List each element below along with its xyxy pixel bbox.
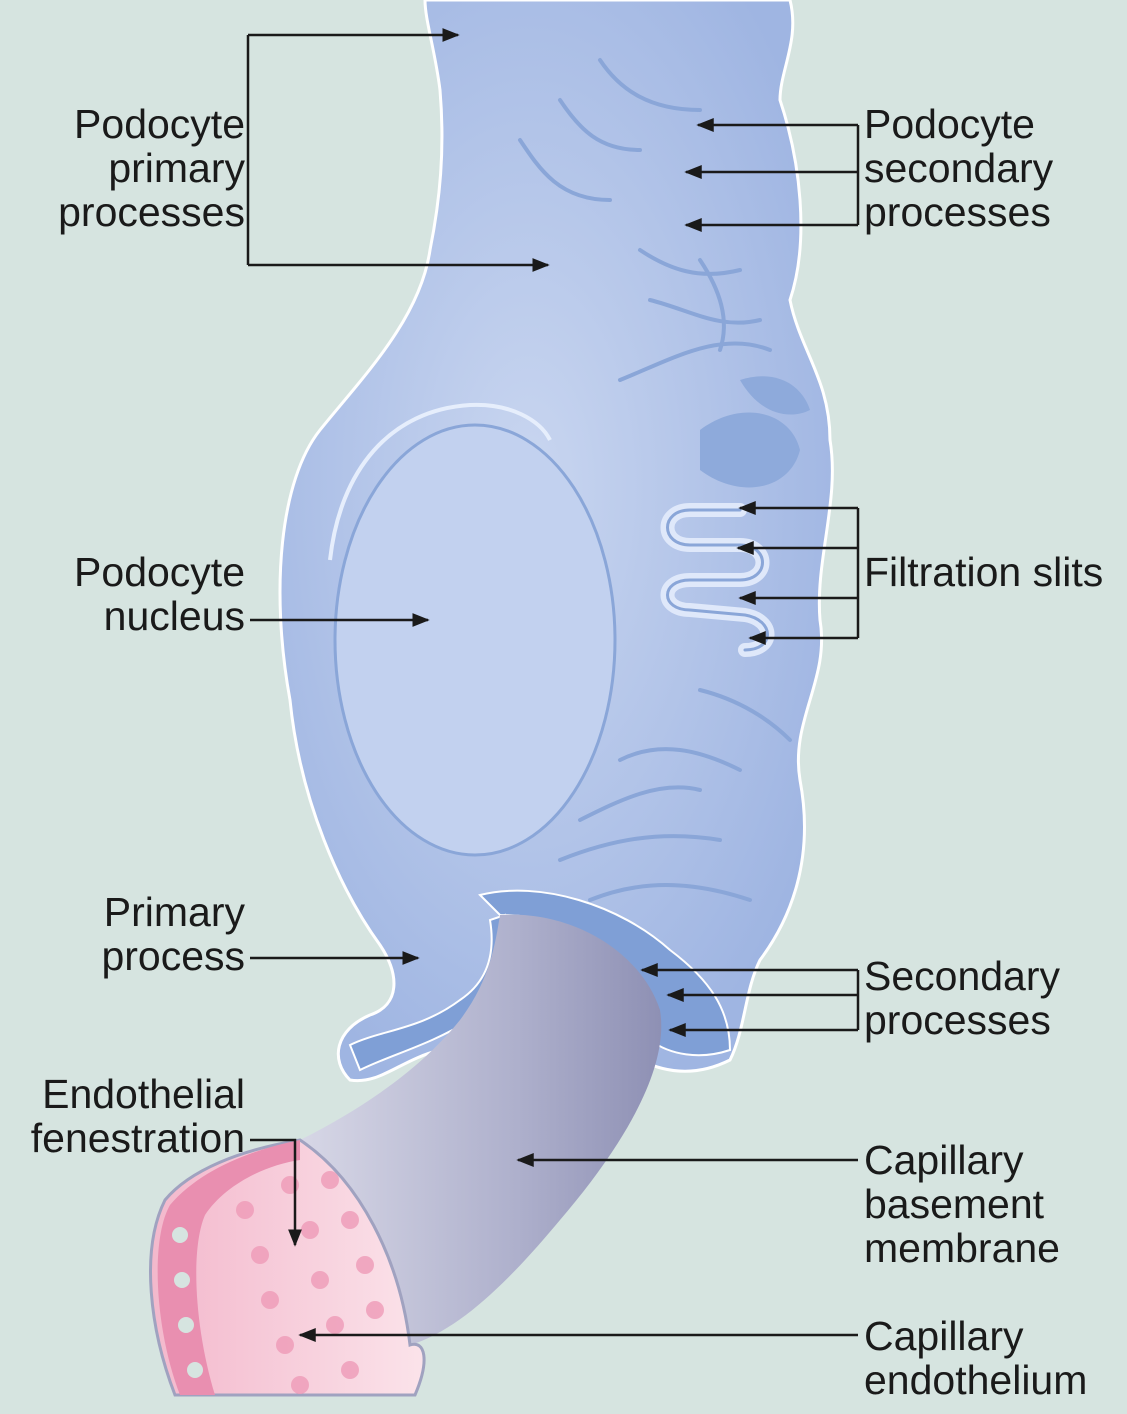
label-line: Capillary bbox=[864, 1314, 1087, 1358]
label-podocyte-primary-processes: Podocyte primary processes bbox=[58, 102, 245, 234]
label-podocyte-secondary-processes: Podocyte secondary processes bbox=[864, 102, 1053, 234]
label-line: endothelium bbox=[864, 1358, 1087, 1402]
label-line: process bbox=[101, 934, 245, 978]
label-line: processes bbox=[864, 190, 1053, 234]
label-line: Secondary bbox=[864, 954, 1060, 998]
label-capillary-endothelium: Capillary endothelium bbox=[864, 1314, 1087, 1402]
label-line: membrane bbox=[864, 1226, 1060, 1270]
podocyte-nucleus-shape bbox=[335, 425, 615, 855]
label-filtration-slits: Filtration slits bbox=[864, 550, 1103, 594]
label-line: processes bbox=[864, 998, 1060, 1042]
label-line: nucleus bbox=[74, 594, 245, 638]
label-primary-process: Primary process bbox=[101, 890, 245, 978]
podocyte-cell bbox=[280, 0, 832, 1081]
label-line: Podocyte bbox=[58, 102, 245, 146]
label-line: processes bbox=[58, 190, 245, 234]
label-line: basement bbox=[864, 1182, 1060, 1226]
label-line: fenestration bbox=[31, 1116, 245, 1160]
label-line: Primary bbox=[101, 890, 245, 934]
label-line: secondary bbox=[864, 146, 1053, 190]
label-podocyte-nucleus: Podocyte nucleus bbox=[74, 550, 245, 638]
label-line: Podocyte bbox=[74, 550, 245, 594]
label-line: Podocyte bbox=[864, 102, 1053, 146]
label-line: Filtration slits bbox=[864, 550, 1103, 594]
label-secondary-processes: Secondary processes bbox=[864, 954, 1060, 1042]
label-capillary-basement-membrane: Capillary basement membrane bbox=[864, 1138, 1060, 1270]
label-line: Endothelial bbox=[31, 1072, 245, 1116]
label-line: primary bbox=[58, 146, 245, 190]
label-endothelial-fenestration: Endothelial fenestration bbox=[31, 1072, 245, 1160]
label-line: Capillary bbox=[864, 1138, 1060, 1182]
